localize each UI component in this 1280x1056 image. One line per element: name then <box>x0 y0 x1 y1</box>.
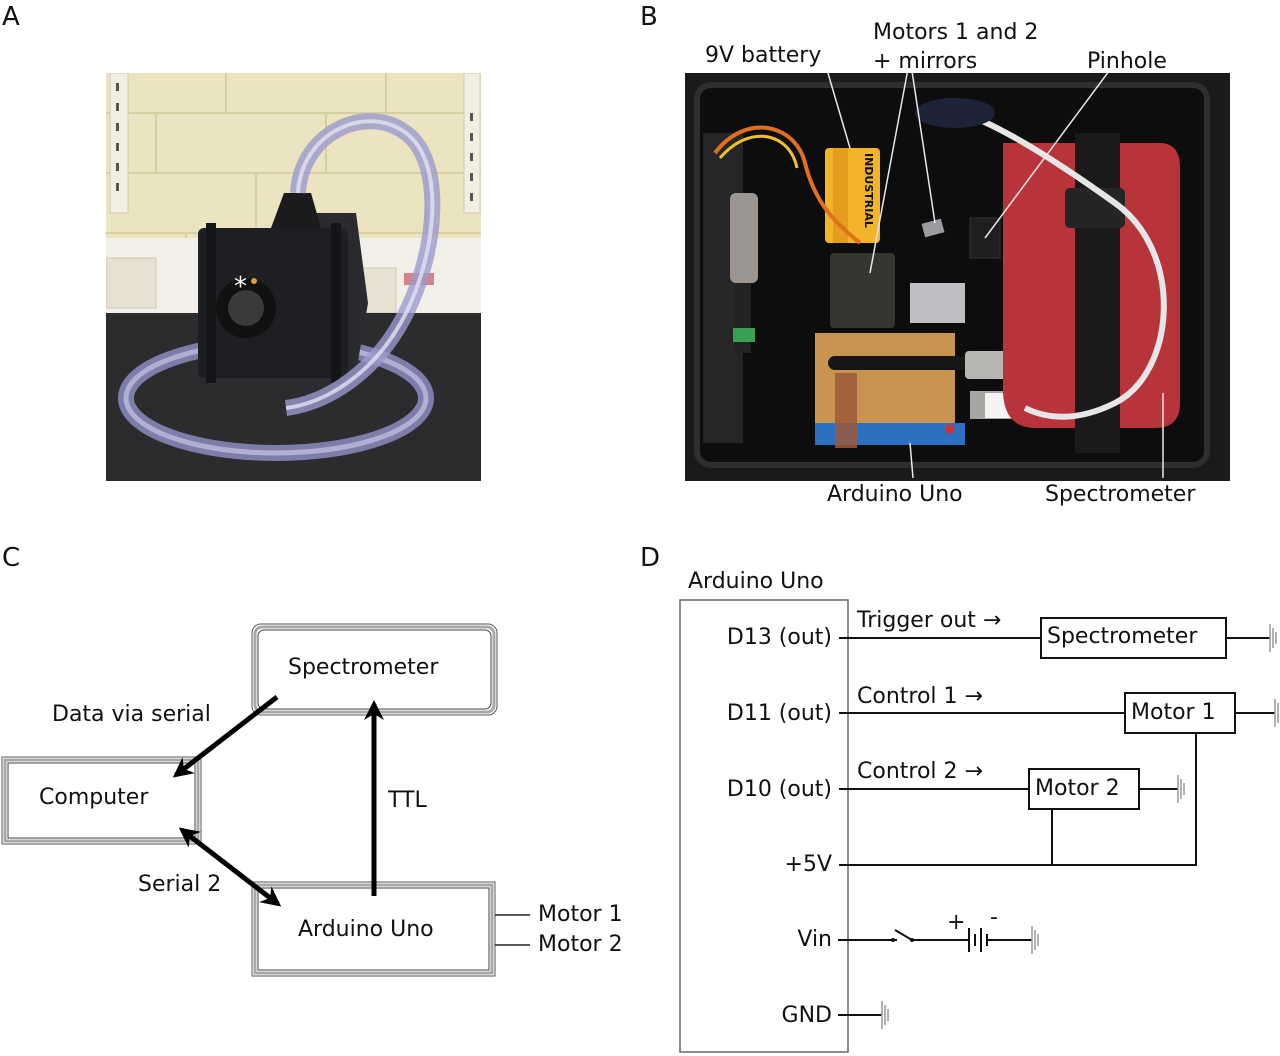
tube-grommet <box>915 98 995 128</box>
panel-b-label: B <box>640 2 658 32</box>
ground-gnd <box>881 1001 889 1029</box>
battery-plus-sign: + <box>947 910 966 935</box>
node-arduino-label: Arduino Uno <box>298 917 434 942</box>
velcro-strap <box>1075 133 1120 453</box>
battery-print: INDUSTRIAL <box>862 153 875 228</box>
ground-battery <box>1031 926 1039 954</box>
output-motor-1-label: Motor 1 <box>538 902 623 927</box>
annotation-pinhole: Pinhole <box>1087 49 1167 74</box>
pin-vin: Vin <box>797 927 832 952</box>
annotation-arduino-uno: Arduino Uno <box>827 482 963 507</box>
photo-b-illustration: INDUSTRIAL <box>685 73 1230 481</box>
board-title: Arduino Uno <box>688 569 824 594</box>
panel-c-label: C <box>2 543 21 573</box>
annotation-mirrors: + mirrors <box>873 49 978 74</box>
annotation-motors: Motors 1 and 2 <box>873 20 1039 45</box>
annotation-spectrometer: Spectrometer <box>1045 482 1196 507</box>
annotation-9v-battery: 9V battery <box>705 43 822 68</box>
device-spectrometer-label: Spectrometer <box>1047 624 1198 649</box>
pin-gnd: GND <box>781 1003 832 1028</box>
panel-a-label: A <box>2 2 20 32</box>
bnc-connector-left <box>730 193 758 283</box>
power-switch <box>891 929 914 942</box>
signal-trigger-out: Trigger out → <box>857 608 1002 633</box>
signal-control-1: Control 1 → <box>857 684 983 709</box>
battery-minus-sign: - <box>990 905 998 930</box>
power-socket-left <box>106 257 157 309</box>
photo-device-exterior: * <box>106 73 481 481</box>
node-computer-label: Computer <box>39 785 149 810</box>
mirror-mount <box>910 283 965 323</box>
device-motor-2-label: Motor 2 <box>1035 776 1120 801</box>
ground-spectrometer <box>1269 624 1277 652</box>
ground-motor-1 <box>1274 699 1279 727</box>
led-indicator <box>251 278 257 284</box>
pin-d11: D11 (out) <box>726 701 832 726</box>
pin-d10: D10 (out) <box>726 777 832 802</box>
output-motor-2-label: Motor 2 <box>538 932 623 957</box>
signal-control-2: Control 2 → <box>857 759 983 784</box>
motor-2-mirror <box>921 218 945 238</box>
rail-slots <box>116 83 473 201</box>
port-marker-asterisk: * <box>234 272 247 302</box>
usb-cable <box>949 105 1167 420</box>
ground-motor-2 <box>1177 775 1185 803</box>
photo-device-interior: INDUSTRIAL <box>685 73 1230 481</box>
shelf-rail-right <box>463 73 481 214</box>
motor-1 <box>830 253 895 328</box>
edge-serial-2-label: Serial 2 <box>138 872 222 897</box>
annotation-leaders <box>827 73 1164 479</box>
pin-5v: +5V <box>784 852 832 877</box>
panel-d-label: D <box>640 543 661 573</box>
node-spectrometer-label: Spectrometer <box>288 655 439 680</box>
battery-symbol <box>968 928 988 952</box>
tube-adapter-cone <box>271 193 321 228</box>
pin-d13: D13 (out) <box>726 625 832 650</box>
arduino-board-outline <box>679 599 849 1053</box>
edge-data-via-serial-label: Data via serial <box>52 702 211 727</box>
device-motor-1-label: Motor 1 <box>1131 700 1216 725</box>
photo-a-illustration: * <box>106 73 481 481</box>
bnc-connector <box>965 351 1015 379</box>
edge-ttl-label: TTL <box>388 788 427 813</box>
servo-wire <box>713 125 862 245</box>
